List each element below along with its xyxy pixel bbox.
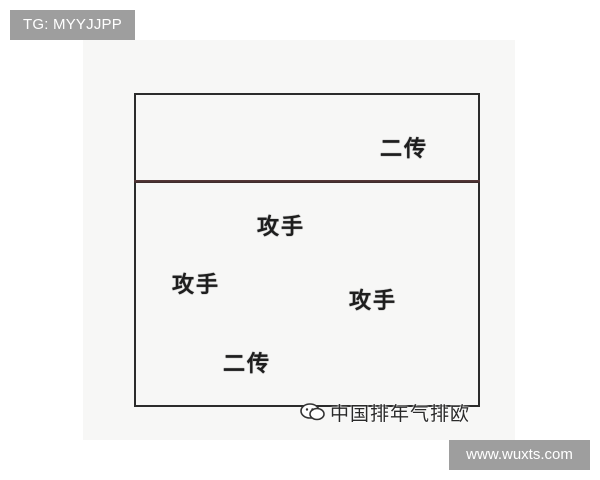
attacker-label-right: 攻手 [349, 288, 398, 314]
back-setter-label: 二传 [223, 351, 272, 377]
front-setter-label: 二传 [380, 136, 429, 162]
photo-background [83, 40, 515, 440]
court-outline [134, 93, 480, 407]
attacker-label-top: 攻手 [257, 214, 306, 240]
attacker-label-left: 攻手 [172, 272, 221, 298]
wechat-watermark: 中国排年气排欧 [300, 399, 470, 425]
site-watermark-badge: www.wuxts.com [449, 440, 590, 470]
tg-watermark-badge: TG: MYYJJPP [10, 10, 135, 40]
watermark-text: 中国排年气排欧 [330, 402, 471, 425]
net-line [134, 180, 480, 183]
wechat-icon [300, 403, 325, 421]
